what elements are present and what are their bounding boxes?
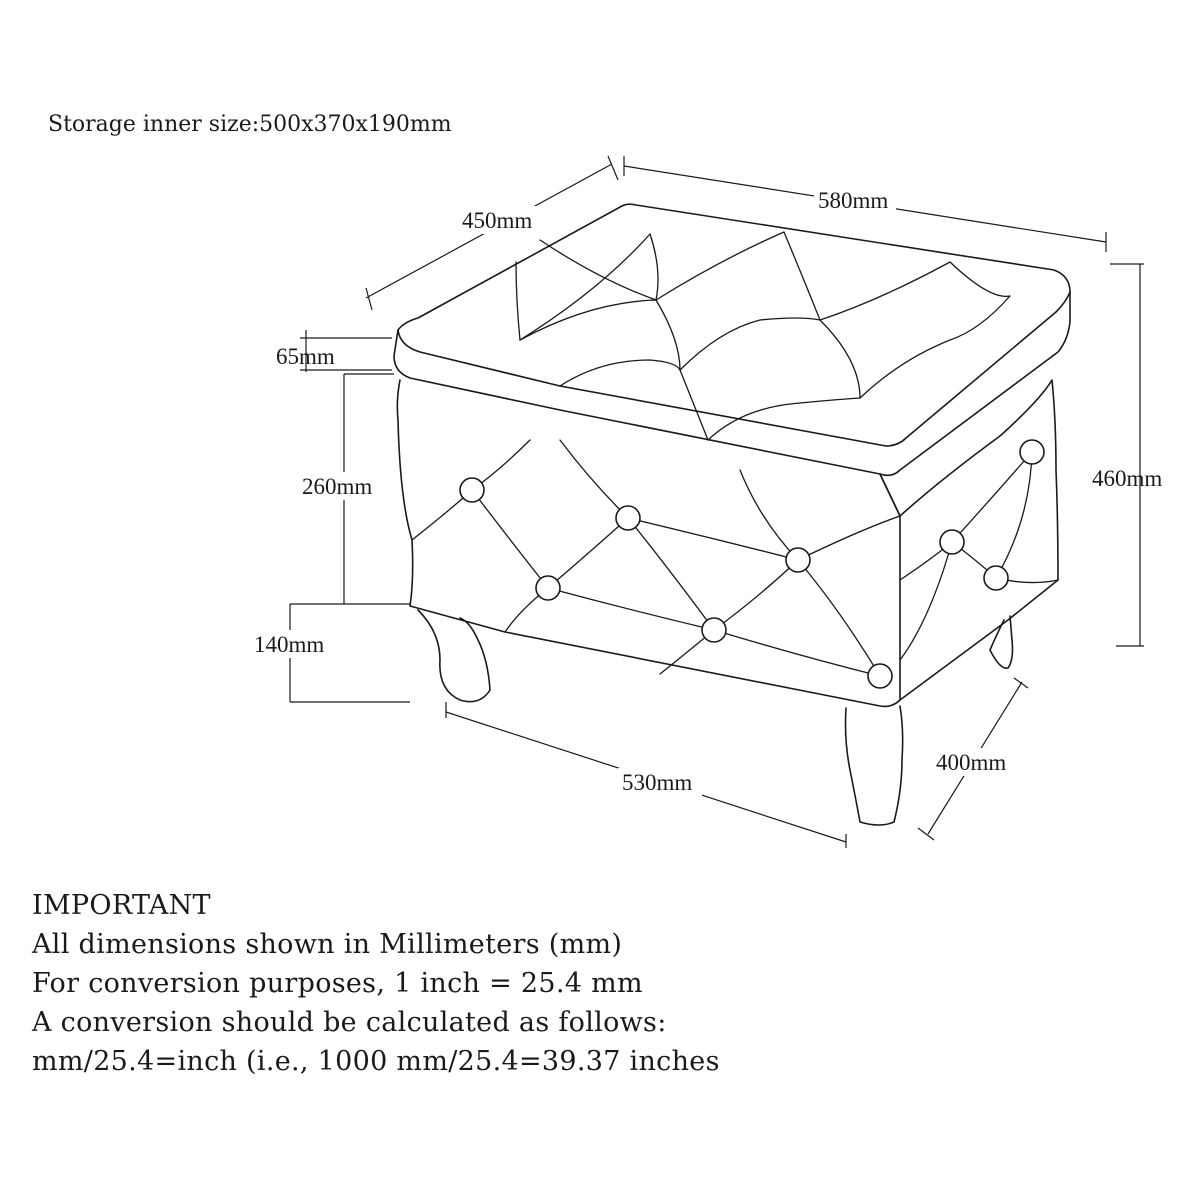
lid-tuft-line (655, 231, 785, 301)
dimension-labels: 580mm 450mm 460mm 65mm 260mm 140mm 530mm… (252, 186, 1162, 796)
lid-tuft-line (707, 397, 861, 441)
body-tuft-line (627, 517, 715, 631)
label-depth-top: 450mm (462, 208, 532, 233)
notes-block: IMPORTANT All dimensions shown in Millim… (32, 886, 720, 1081)
label-width-bottom: 530mm (622, 770, 692, 795)
body-corner-edge (879, 473, 901, 517)
tuft-button (939, 529, 965, 555)
lid-tuft-line (519, 233, 651, 341)
body-tuft-line (797, 515, 901, 561)
lid-tuft-line (679, 369, 709, 441)
notes-line-example: mm/25.4=inch (i.e., 1000 mm/25.4=39.37 i… (32, 1046, 720, 1077)
lid-front-band (393, 291, 1071, 477)
lid-tuft-line (519, 299, 657, 341)
notes-title: IMPORTANT (32, 890, 211, 921)
lid-top-outline (397, 203, 1071, 447)
body-tuft-line (627, 517, 799, 561)
label-total-height: 460mm (1092, 466, 1162, 491)
tuft-button (1019, 439, 1045, 465)
dim-tick (1013, 677, 1029, 689)
notes-line-calculation: A conversion should be calculated as fol… (32, 1007, 667, 1038)
body-tuft-line (713, 559, 799, 631)
body-tuft-line (713, 629, 881, 677)
lid-tuft-line (539, 239, 657, 301)
tuft-button (701, 617, 727, 643)
lid-tuft-line (819, 261, 951, 321)
tuft-button (615, 505, 641, 531)
body-tuft-line (739, 469, 799, 561)
body-tuft-line (547, 587, 715, 631)
label-depth-bottom: 400mm (936, 750, 1006, 775)
body-side-outline (899, 379, 1059, 701)
dim-tick (917, 827, 935, 841)
lid-tuft-line (859, 295, 1011, 399)
body-tuft-line (995, 451, 1033, 579)
body-tuft-line (471, 489, 549, 589)
tuft-button (983, 565, 1009, 591)
dimension-lines (289, 155, 1144, 848)
body-tuft-line (559, 439, 629, 519)
tuft-button (535, 575, 561, 601)
lid-tuft-line (515, 261, 521, 341)
lid-tuft-line (783, 231, 821, 321)
lid-tuft-line (649, 233, 659, 301)
dim-tick (607, 155, 619, 181)
lid-tuft-line (679, 317, 821, 371)
lid-tuft-line (949, 261, 1011, 298)
storage-inner-size-label: Storage inner size:500x370x190mm (48, 112, 452, 137)
label-leg-height: 140mm (254, 632, 324, 657)
notes-line-units: All dimensions shown in Millimeters (mm) (32, 929, 623, 960)
lid-tuft-line (819, 319, 861, 399)
leg-back-right (989, 615, 1014, 669)
label-body-height: 260mm (302, 474, 372, 499)
label-width-top: 580mm (818, 188, 888, 213)
lid-tuft-line (655, 299, 681, 371)
ottoman-illustration (393, 203, 1071, 826)
body-tuft-line (899, 541, 953, 661)
notes-line-conversion: For conversion purposes, 1 inch = 25.4 m… (32, 968, 643, 999)
tuft-button (867, 663, 893, 689)
body-tuft-line (797, 559, 881, 677)
lid-tuft-line (559, 359, 681, 387)
leg-front-right (844, 705, 904, 826)
leg-front-left (417, 609, 491, 703)
dim-tick (365, 287, 373, 311)
tuft-button (785, 547, 811, 573)
tuft-button (459, 477, 485, 503)
body-tuft-line (951, 451, 1033, 543)
body-tuft-line (547, 517, 629, 589)
label-lid-height: 65mm (276, 344, 335, 369)
